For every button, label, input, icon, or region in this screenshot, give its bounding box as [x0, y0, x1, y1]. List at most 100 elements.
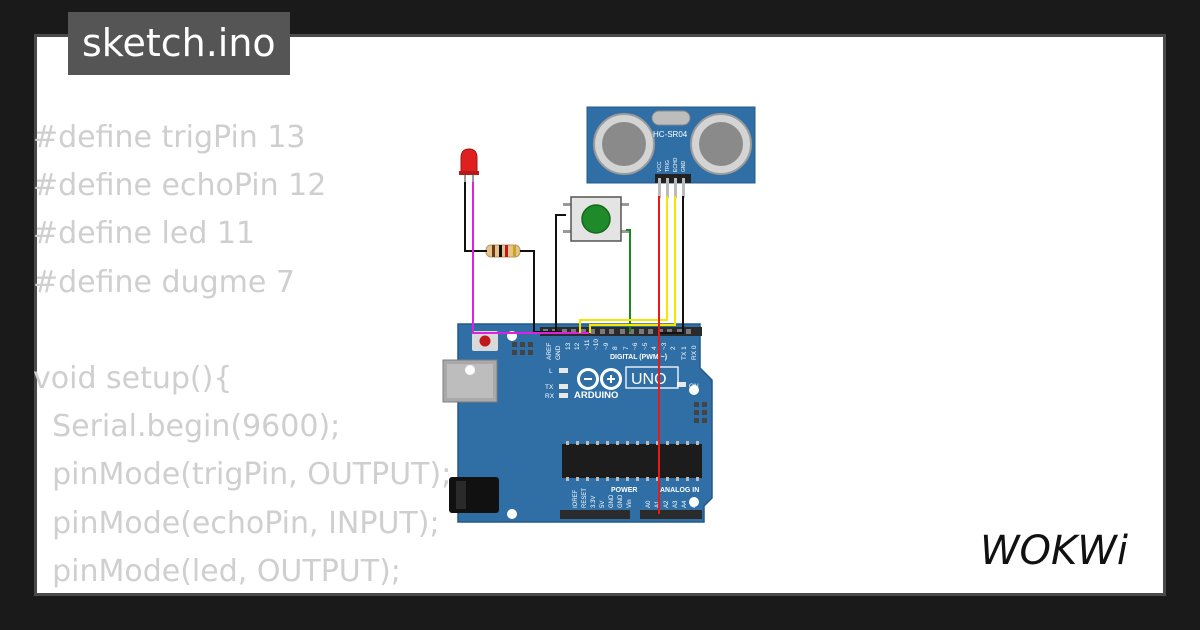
arduino-logo	[577, 368, 622, 390]
pin-label: ~10	[593, 339, 600, 350]
pin-label: Vin	[627, 499, 633, 508]
code-preview: #define trigPin 13 #define echoPin 12 #d…	[33, 114, 451, 596]
logo-text: WOKWi	[980, 528, 1128, 573]
pin-label: ~3	[661, 342, 668, 350]
pin-label: A0	[646, 500, 652, 508]
pin-label: IOREF	[573, 489, 579, 508]
hc-sr04-sensor[interactable]: HC-SR04 VCC TRIG ECHO GND	[586, 106, 756, 198]
led-l-label: L	[549, 368, 553, 375]
pin-label: GND	[618, 494, 624, 508]
red-led[interactable]	[459, 148, 479, 183]
wire-magenta-led[interactable]	[472, 182, 589, 334]
pin-label: GND	[555, 345, 562, 360]
code-line: #define echoPin 12	[33, 168, 327, 204]
sensor-label: HC-SR04	[653, 130, 688, 139]
sensor-pin-label: GND	[681, 161, 687, 173]
code-line: #define trigPin 13	[33, 120, 306, 155]
power-jack-inner	[456, 481, 466, 509]
brand-label: ARDUINO	[574, 390, 618, 401]
led-on	[677, 382, 686, 387]
button-leg	[621, 230, 629, 233]
wire-black-resistor[interactable]	[520, 250, 560, 333]
sensor-pin-labels: VCC TRIG ECHO GND	[657, 157, 687, 172]
resistor-band	[492, 245, 495, 257]
sensor-pin-label: ECHO	[673, 157, 679, 172]
code-line: #define led 11	[33, 216, 256, 252]
pin-label: 8	[612, 346, 619, 350]
pin-label: A3	[673, 500, 679, 508]
reset-button[interactable]	[479, 335, 491, 347]
pin-label: RX 0	[691, 345, 698, 360]
resistor-band	[499, 245, 502, 257]
analog-label: ANALOG IN	[660, 487, 699, 494]
led-tx-label: TX	[545, 384, 554, 391]
led-rx	[559, 393, 568, 398]
button-cap[interactable]	[581, 204, 611, 234]
digital-pin-labels: AREF GND 13 12 ~11 ~10 ~9 8 7 ~6 ~5 4 ~3…	[546, 339, 698, 360]
code-line: #define dugme 7	[33, 264, 295, 300]
pin-label: GND	[609, 494, 615, 508]
wire-yellow-echo[interactable]	[589, 196, 676, 333]
led-tx	[559, 384, 568, 389]
led-rx-label: RX	[545, 393, 555, 400]
pin-label: 7	[623, 346, 630, 350]
led-rim	[459, 171, 479, 175]
power-label: POWER	[611, 487, 637, 494]
pin-label: 2	[670, 346, 677, 350]
code-line: pinMode(trigPin, OUTPUT);	[33, 457, 452, 493]
transducer-left-mesh	[602, 122, 646, 166]
wokwi-logo-graphic: WOKWi	[980, 528, 1128, 574]
icsp-header	[512, 342, 533, 355]
sensor-pin-label: VCC	[657, 161, 663, 172]
wire-green-button[interactable]	[626, 229, 631, 332]
pin-label: ~11	[584, 339, 591, 350]
wire-black-led[interactable]	[464, 182, 487, 252]
pin-label: 4	[651, 346, 658, 350]
model-label: UNO	[631, 371, 667, 388]
digital-label: DIGITAL (PWM ~)	[610, 354, 667, 361]
sensor-header	[655, 174, 691, 183]
wokwi-logo: WOKWi	[978, 527, 1148, 578]
pin-label: 3.3V	[591, 496, 597, 508]
pin-label: ~5	[642, 342, 649, 350]
pin-label: 12	[574, 342, 581, 350]
pin-label: A2	[664, 500, 670, 508]
button-leg	[563, 230, 571, 233]
pin-label: ~9	[603, 342, 610, 350]
wire-black-gnd[interactable]	[660, 196, 684, 334]
pin-label: ~6	[632, 342, 639, 350]
wires	[464, 182, 684, 514]
button-leg	[621, 203, 629, 206]
sensor-crystal	[651, 110, 691, 126]
pin-label: A4	[682, 500, 688, 508]
button-leg	[563, 203, 571, 206]
led-l	[559, 368, 568, 373]
pin-label: 13	[565, 342, 572, 350]
model-box	[625, 366, 679, 389]
mounting-hole	[689, 497, 699, 507]
code-line: void setup(){	[33, 361, 233, 397]
mounting-hole	[689, 385, 699, 395]
wire-yellow-trig[interactable]	[579, 196, 668, 333]
sensor-pin-label: TRIG	[665, 160, 671, 172]
arduino-uno-board[interactable]: AREF GND 13 12 ~11 ~10 ~9 8 7 ~6 ~5 4 ~3…	[442, 323, 713, 523]
transducer-right-mesh	[699, 122, 743, 166]
mounting-hole	[507, 509, 517, 519]
code-line: pinMode(led, OUTPUT);	[33, 553, 401, 589]
push-button[interactable]	[563, 196, 629, 242]
code-line: pinMode(echoPin, INPUT);	[33, 505, 440, 541]
mounting-hole	[465, 365, 475, 375]
power-header	[560, 510, 630, 519]
icsp-header-right	[694, 402, 707, 423]
code-line: Serial.begin(9600);	[33, 409, 341, 445]
pin-label: RESET	[582, 488, 588, 508]
sensor-pins	[658, 178, 685, 198]
pin-label: AREF	[546, 343, 553, 360]
chip-pins	[566, 441, 699, 481]
resistor-band	[505, 245, 508, 257]
led-dome	[460, 148, 478, 173]
pin-label: TX 1	[681, 346, 688, 360]
sketch-title: sketch.ino	[68, 12, 290, 75]
microcontroller-chip	[562, 444, 702, 478]
